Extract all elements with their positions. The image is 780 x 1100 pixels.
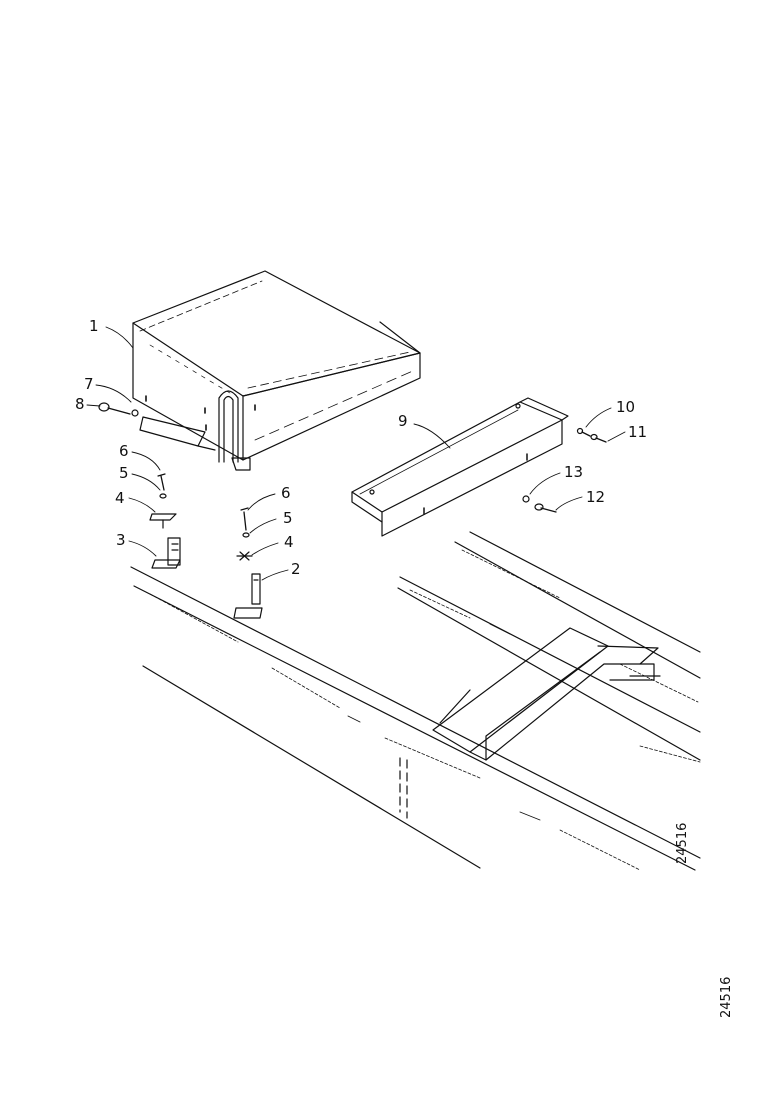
callout-7[interactable]: 7 <box>84 375 94 393</box>
callout-10[interactable]: 10 <box>616 398 636 416</box>
left-fastener-stack[interactable] <box>98 402 181 569</box>
callout-6-right[interactable]: 6 <box>281 484 291 502</box>
callout-4-right[interactable]: 4 <box>284 533 294 551</box>
callout-11[interactable]: 11 <box>628 423 648 441</box>
callout-12[interactable]: 12 <box>586 488 606 506</box>
frame-rails <box>130 531 701 871</box>
callout-1[interactable]: 1 <box>89 317 99 335</box>
callout-6-left[interactable]: 6 <box>119 442 129 460</box>
right-fastener-stack[interactable] <box>233 507 263 619</box>
callout-4-left[interactable]: 4 <box>115 489 125 507</box>
callout-5-right[interactable]: 5 <box>283 509 293 527</box>
leader-lines <box>86 326 626 581</box>
callout-13[interactable]: 13 <box>564 463 584 481</box>
callout-9[interactable]: 9 <box>398 412 408 430</box>
support-bracket[interactable] <box>351 397 569 537</box>
battery-box[interactable] <box>132 270 421 471</box>
callout-5-left[interactable]: 5 <box>119 464 129 482</box>
page-reference-code: 24516 <box>719 976 734 1018</box>
callout-2[interactable]: 2 <box>291 560 301 578</box>
callout-8-left[interactable]: 8 <box>75 395 85 413</box>
drawing-reference-code: 24516 <box>675 822 690 864</box>
callout-3[interactable]: 3 <box>116 531 126 549</box>
bracket-fasteners[interactable] <box>522 427 607 513</box>
